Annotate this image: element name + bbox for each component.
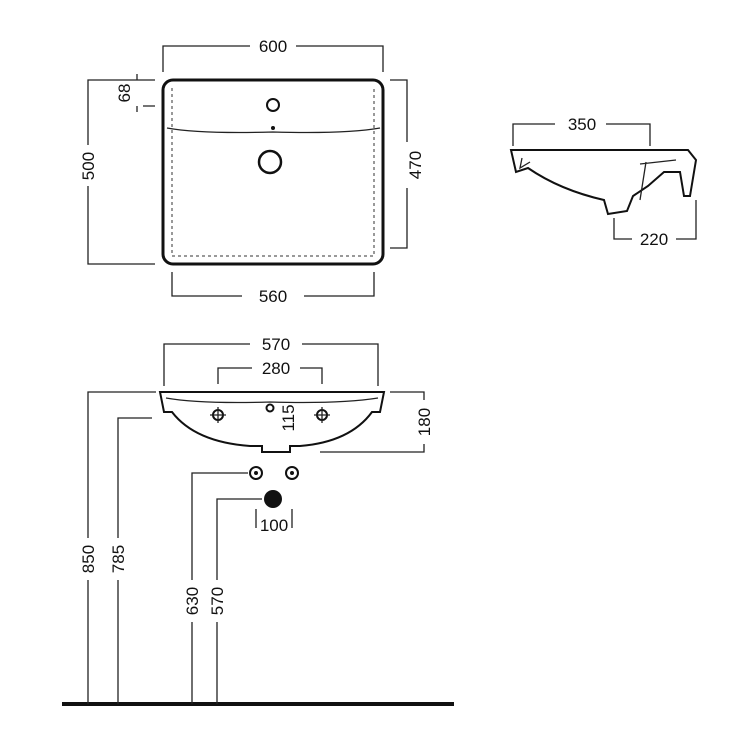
top-view: 600 560 500 68 470	[79, 37, 425, 306]
side-view: 350 220	[509, 115, 698, 249]
dim-supply-height: 630	[183, 587, 202, 615]
dim-line-180	[320, 391, 425, 453]
side-rim-detail	[519, 157, 531, 170]
dim-line-600	[162, 45, 384, 72]
dim-line-500	[87, 79, 155, 265]
dim-depth-inner: 470	[406, 151, 425, 179]
dim-projection: 350	[568, 115, 596, 134]
basin-front-outline	[158, 391, 386, 453]
tap-hole-icon	[266, 98, 280, 112]
supply-left-dot	[254, 471, 258, 475]
tap-crosshair-left	[210, 407, 226, 423]
tap-hole-center-icon	[265, 403, 275, 413]
dim-line-570-waste	[216, 498, 262, 704]
dim-front-width: 570	[262, 335, 290, 354]
dim-line-560	[171, 272, 375, 297]
dim-width-outer: 600	[259, 37, 287, 56]
dim-line-630	[191, 472, 248, 704]
drain-hole-icon	[257, 149, 283, 175]
dim-bowl-bottom-height: 785	[109, 545, 128, 573]
dim-bowl-depth: 220	[640, 230, 668, 249]
dim-line-785	[117, 417, 152, 704]
basin-inner-dashed	[171, 88, 375, 257]
dim-line-280	[217, 367, 323, 384]
dim-line-68	[136, 74, 155, 112]
dim-line-850	[87, 391, 156, 704]
front-rim-line	[165, 397, 379, 404]
dim-tap-offset: 68	[115, 84, 134, 103]
waste-outlet-icon	[264, 490, 282, 508]
dim-line-470	[390, 79, 408, 249]
dim-waste-height: 570	[208, 587, 227, 615]
dim-line-570-width	[163, 343, 379, 386]
dim-depth-outer: 500	[79, 152, 98, 180]
tap-deck-line	[166, 127, 381, 134]
dim-width-bottom: 560	[259, 287, 287, 306]
dim-line-100	[255, 509, 293, 528]
front-view: 570 280 115 180 100 850 785 630 570	[62, 335, 454, 706]
dim-line-220	[613, 200, 697, 240]
dim-supply-spacing: 100	[260, 516, 288, 535]
supply-right-dot	[290, 471, 294, 475]
tap-crosshair-right	[314, 407, 330, 423]
overflow-dot	[271, 126, 275, 130]
dim-tap-spacing: 280	[262, 359, 290, 378]
dim-outlet-height: 115	[279, 404, 298, 431]
side-overflow-detail	[639, 159, 677, 201]
dim-bowl-height: 180	[415, 408, 434, 436]
dim-rim-height: 850	[79, 545, 98, 573]
dim-line-350	[512, 123, 651, 146]
basin-side-section	[509, 149, 698, 216]
